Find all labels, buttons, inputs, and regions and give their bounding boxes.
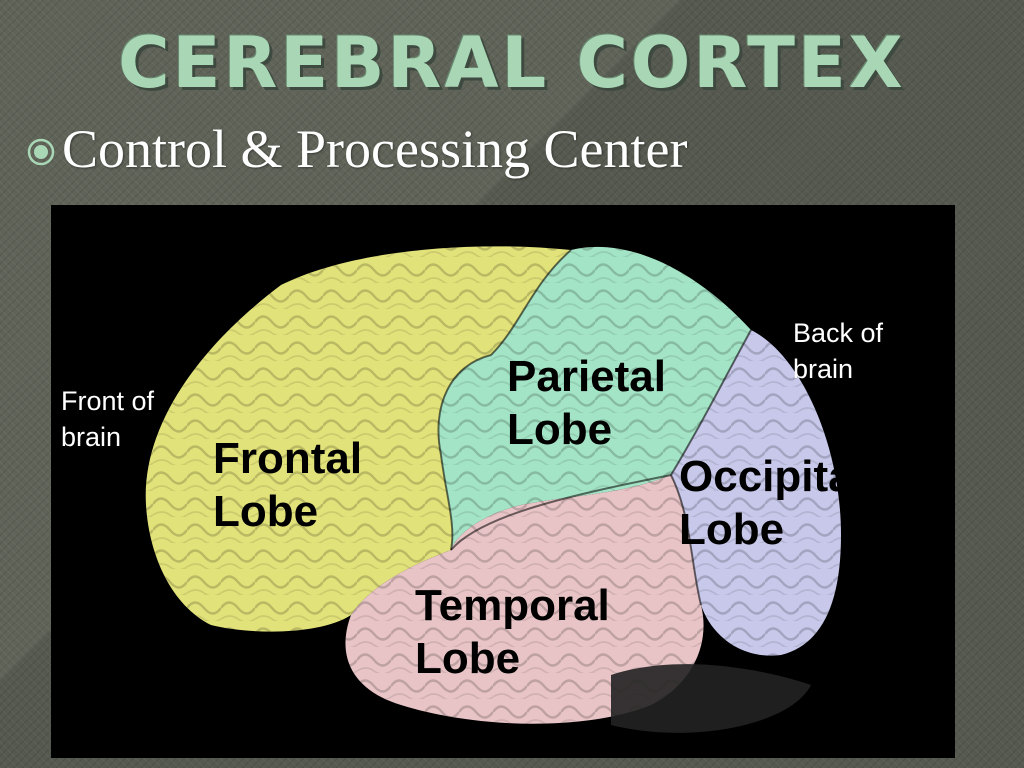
temporal-lobe-label: Temporal Lobe <box>415 581 610 683</box>
circle-bullet-icon <box>27 138 55 166</box>
frontal-lobe-label: Frontal Lobe <box>213 434 363 536</box>
back-of-brain-label: Back of brain <box>793 318 884 385</box>
bullet-item: Control & Processing Center <box>26 118 687 180</box>
brain-svg <box>145 246 841 733</box>
slide-title: Cerebral Cortex <box>118 22 906 104</box>
brain-diagram: Front of brain Back of brain Frontal Lob… <box>51 205 955 758</box>
bullet-text: Control & Processing Center <box>62 119 688 179</box>
occipital-lobe-label: Occipital Lobe <box>679 452 865 554</box>
front-of-brain-label: Front of brain <box>61 386 155 453</box>
parietal-lobe-label: Parietal Lobe <box>507 352 666 454</box>
